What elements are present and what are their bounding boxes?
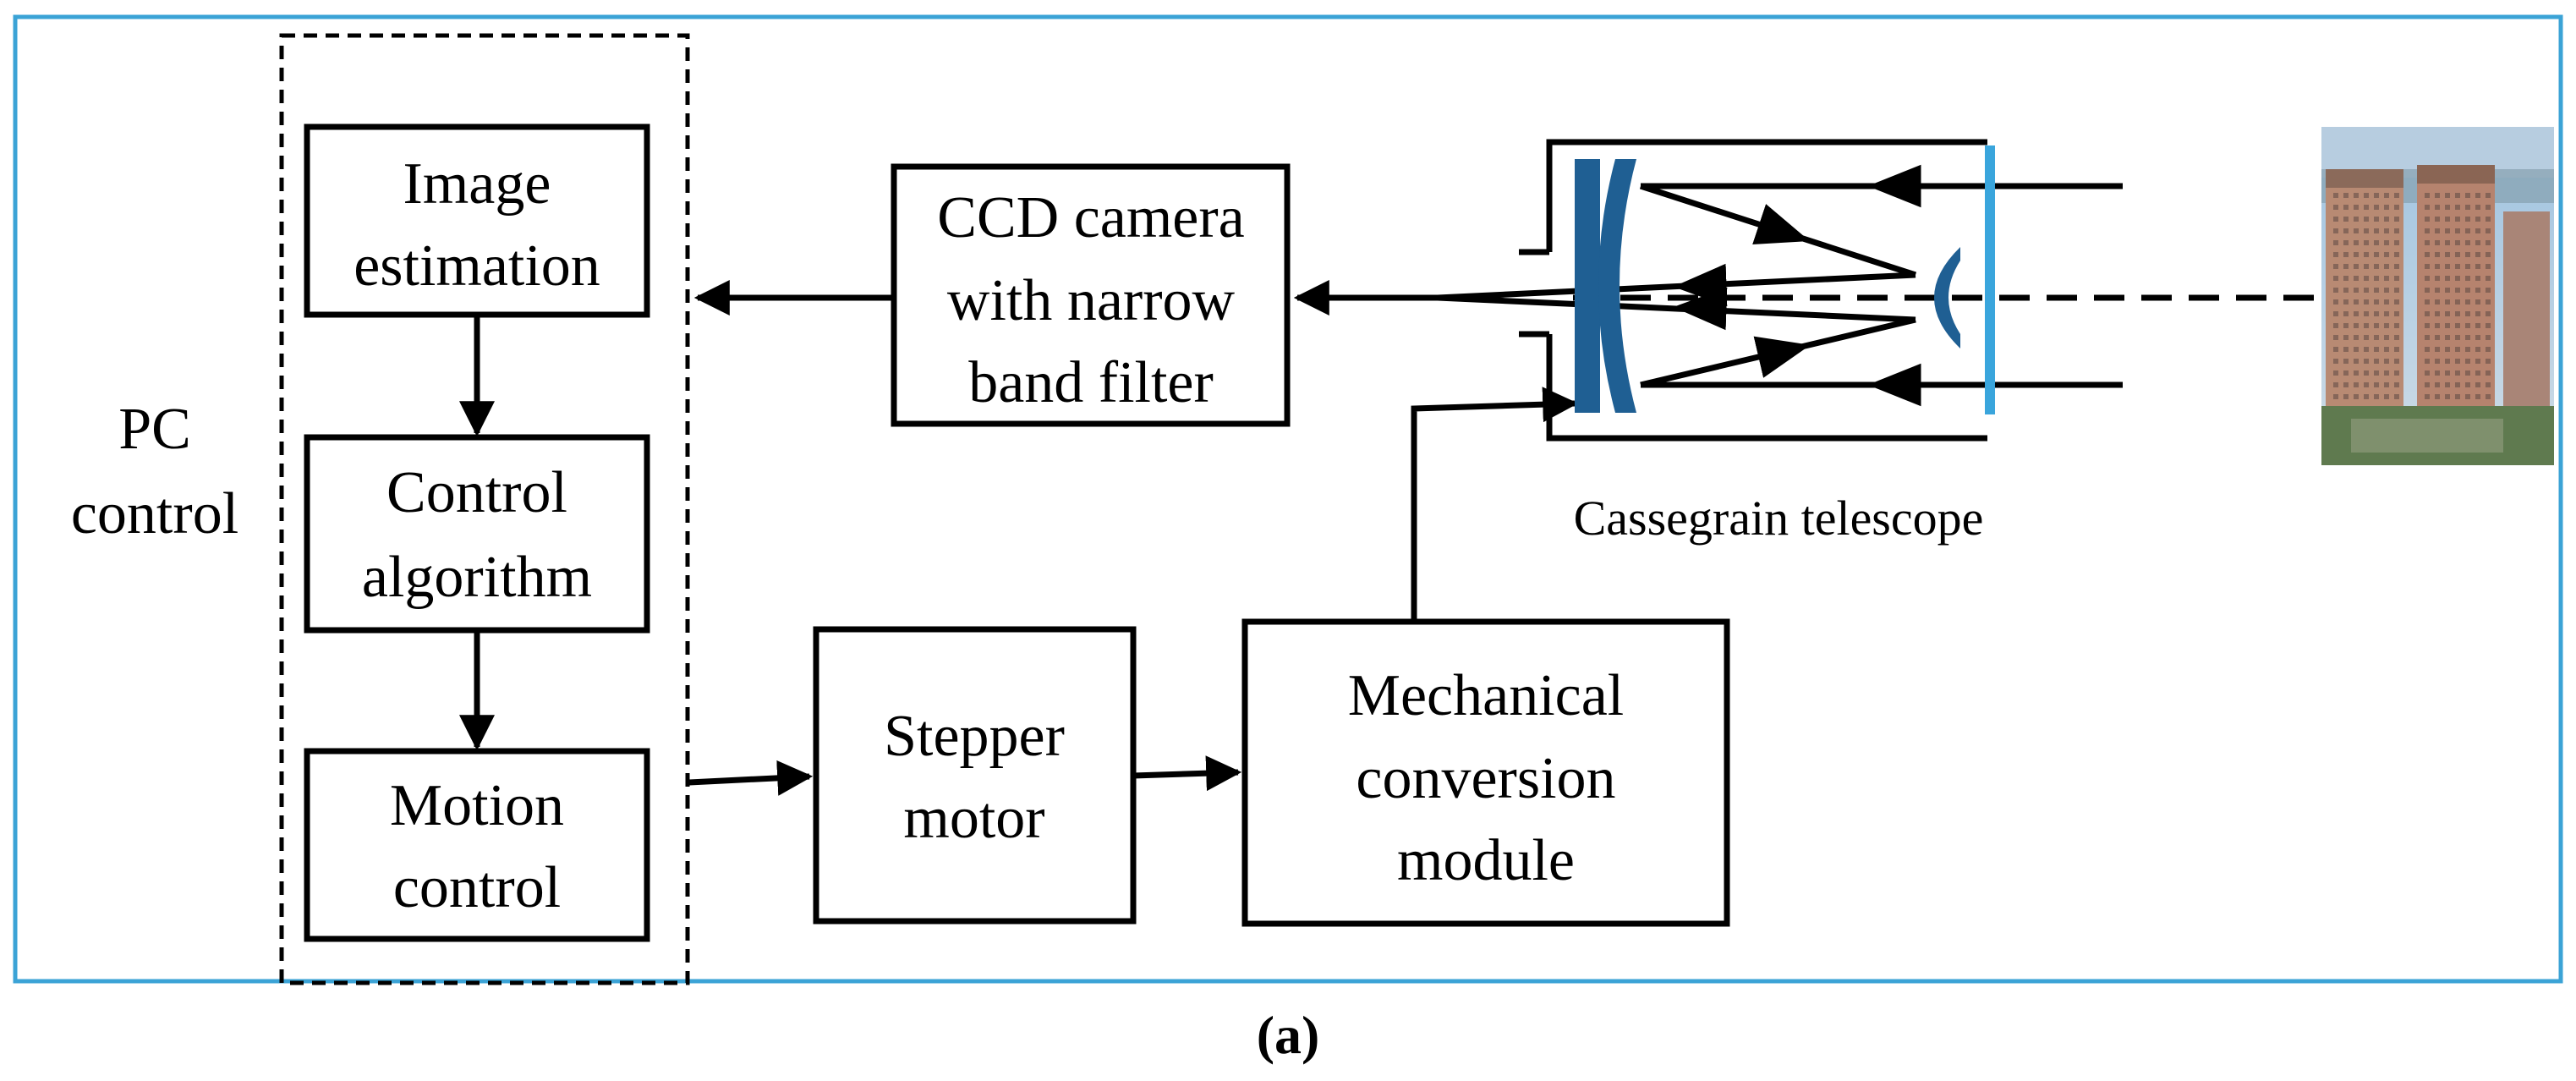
- pc-control-group: [279, 33, 690, 985]
- stepper-motor-text-1: Stepper: [884, 704, 1065, 769]
- arrow-stepper-to-mechanical: [1132, 755, 1242, 792]
- arrow-motion-to-stepper: [688, 760, 814, 796]
- stepper-motor-block: [813, 626, 1137, 925]
- ccd-camera-text-1: CCD camera: [937, 185, 1244, 250]
- ccd-camera-text-3: band filter: [968, 350, 1214, 415]
- control-algorithm-text-1: Control: [386, 460, 567, 525]
- motion-control-text-1: Motion: [390, 773, 564, 838]
- arrow-mechanical-to-telescope: [1411, 387, 1579, 622]
- mechanical-conversion-block: [1241, 618, 1730, 927]
- motion-control-text-2: control: [393, 855, 561, 920]
- image-estimation-text-1: Image: [403, 151, 551, 217]
- mechanical-conversion-text-3: module: [1397, 828, 1575, 893]
- pc-control-label-line1: PC: [118, 397, 191, 462]
- image-estimation-block: [304, 123, 650, 318]
- image-estimation-text-2: estimation: [354, 233, 600, 299]
- motion-control-block: [304, 748, 650, 942]
- buildings-photo-icon: [2321, 127, 2554, 465]
- mechanical-conversion-text-2: conversion: [1356, 746, 1615, 811]
- pc-control-label-line2: control: [71, 481, 238, 546]
- mechanical-conversion-text-1: Mechanical: [1348, 663, 1624, 728]
- figure-label: (a): [1257, 1005, 1320, 1065]
- ccd-camera-block: [891, 163, 1291, 427]
- telescope-caption: Cassegrain telescope: [1574, 491, 1984, 546]
- cassegrain-telescope: [1437, 139, 2321, 442]
- control-algorithm-block: [304, 434, 650, 634]
- stepper-motor-text-2: motor: [903, 786, 1044, 851]
- control-algorithm-text-2: algorithm: [362, 545, 592, 610]
- outer-frame: [13, 14, 2563, 984]
- ccd-camera-text-2: with narrow: [947, 268, 1236, 333]
